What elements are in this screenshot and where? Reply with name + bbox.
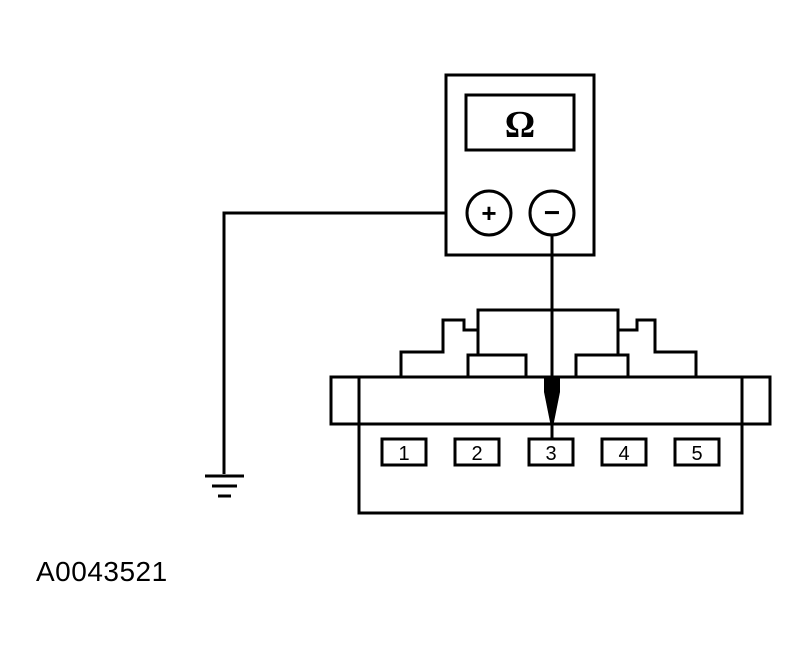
pin-label-5: 5	[691, 443, 702, 465]
pin-box-4	[600, 437, 648, 467]
pin-label-3: 3	[545, 443, 556, 465]
connector-right-ear	[740, 375, 772, 426]
multimeter: Ω + −	[444, 73, 596, 257]
ground-symbol	[205, 474, 244, 498]
connector-left-ear	[329, 375, 361, 426]
pin-box-5	[673, 437, 721, 467]
negative-terminal-symbol: −	[544, 197, 560, 228]
ohm-symbol: Ω	[505, 104, 535, 146]
pin-box-2	[453, 437, 501, 467]
connector-lock-tab	[399, 308, 698, 379]
pin-box-3	[527, 437, 575, 467]
pin-label-2: 2	[471, 443, 482, 465]
positive-lead-wire	[222, 211, 468, 474]
pin-label-4: 4	[618, 443, 629, 465]
positive-terminal-symbol: +	[481, 198, 496, 228]
pin-label-1: 1	[398, 443, 409, 465]
pin-box-1	[380, 437, 428, 467]
probe-tip	[544, 376, 560, 438]
figure-id-label: A0043521	[36, 556, 168, 587]
multimeter-display	[464, 93, 576, 152]
positive-terminal	[465, 189, 513, 237]
